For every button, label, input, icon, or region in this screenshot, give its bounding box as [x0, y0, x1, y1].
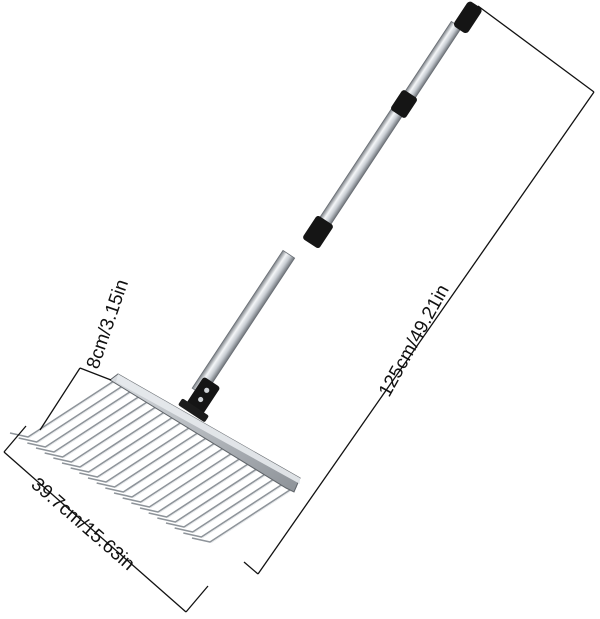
tine-highlight	[202, 481, 289, 539]
tine	[122, 445, 228, 503]
tine	[18, 385, 124, 443]
tine-highlight	[106, 426, 194, 484]
tine-highlight	[184, 471, 272, 529]
tine-highlight	[54, 396, 142, 454]
total-length-label: 125cm/49.21in	[375, 281, 454, 400]
dimension-lines	[3, 5, 595, 613]
rake-tines	[9, 380, 298, 544]
tine-highlight	[72, 406, 159, 464]
tine	[183, 480, 288, 538]
tine	[44, 400, 150, 458]
tine	[53, 405, 158, 463]
tine	[165, 470, 271, 528]
tine-highlight	[28, 381, 116, 439]
tine	[174, 475, 280, 533]
tine	[61, 410, 167, 468]
tine	[9, 380, 115, 438]
tine	[191, 485, 297, 543]
tine-highlight	[158, 456, 246, 514]
tine-highlight	[37, 386, 124, 444]
tine-highlight	[89, 416, 176, 474]
tine-highlight	[124, 436, 211, 494]
tine	[35, 395, 141, 453]
tine-highlight	[150, 451, 237, 509]
head-connector	[178, 377, 220, 422]
tine-highlight	[46, 391, 133, 449]
lock-collar-lower	[303, 215, 333, 249]
tine-highlight	[141, 446, 228, 504]
rake-head	[109, 373, 301, 493]
tine-highlight	[80, 411, 168, 469]
head-width-label: 39.7cm/15.63in	[27, 474, 139, 575]
tine	[131, 450, 236, 508]
tine	[113, 440, 219, 498]
tine	[87, 425, 193, 483]
end-grip	[453, 1, 482, 33]
tine-highlight	[193, 476, 280, 534]
tine-highlight	[98, 421, 185, 479]
lock-collar-upper	[391, 90, 417, 118]
tine-highlight	[115, 431, 202, 489]
tine	[148, 460, 254, 518]
tine-highlight	[210, 486, 298, 544]
tine-highlight	[132, 441, 220, 499]
tine	[157, 465, 262, 523]
tine	[139, 455, 245, 513]
tine-depth-label: 8cm/3.15in	[83, 277, 133, 372]
tine	[96, 430, 202, 488]
tine-highlight	[176, 466, 263, 524]
tine-highlight	[167, 461, 254, 519]
tine-highlight	[63, 401, 150, 459]
tine	[70, 415, 176, 473]
tine	[105, 435, 210, 493]
tine	[79, 420, 184, 478]
tine	[27, 390, 132, 448]
handle	[191, 1, 482, 397]
